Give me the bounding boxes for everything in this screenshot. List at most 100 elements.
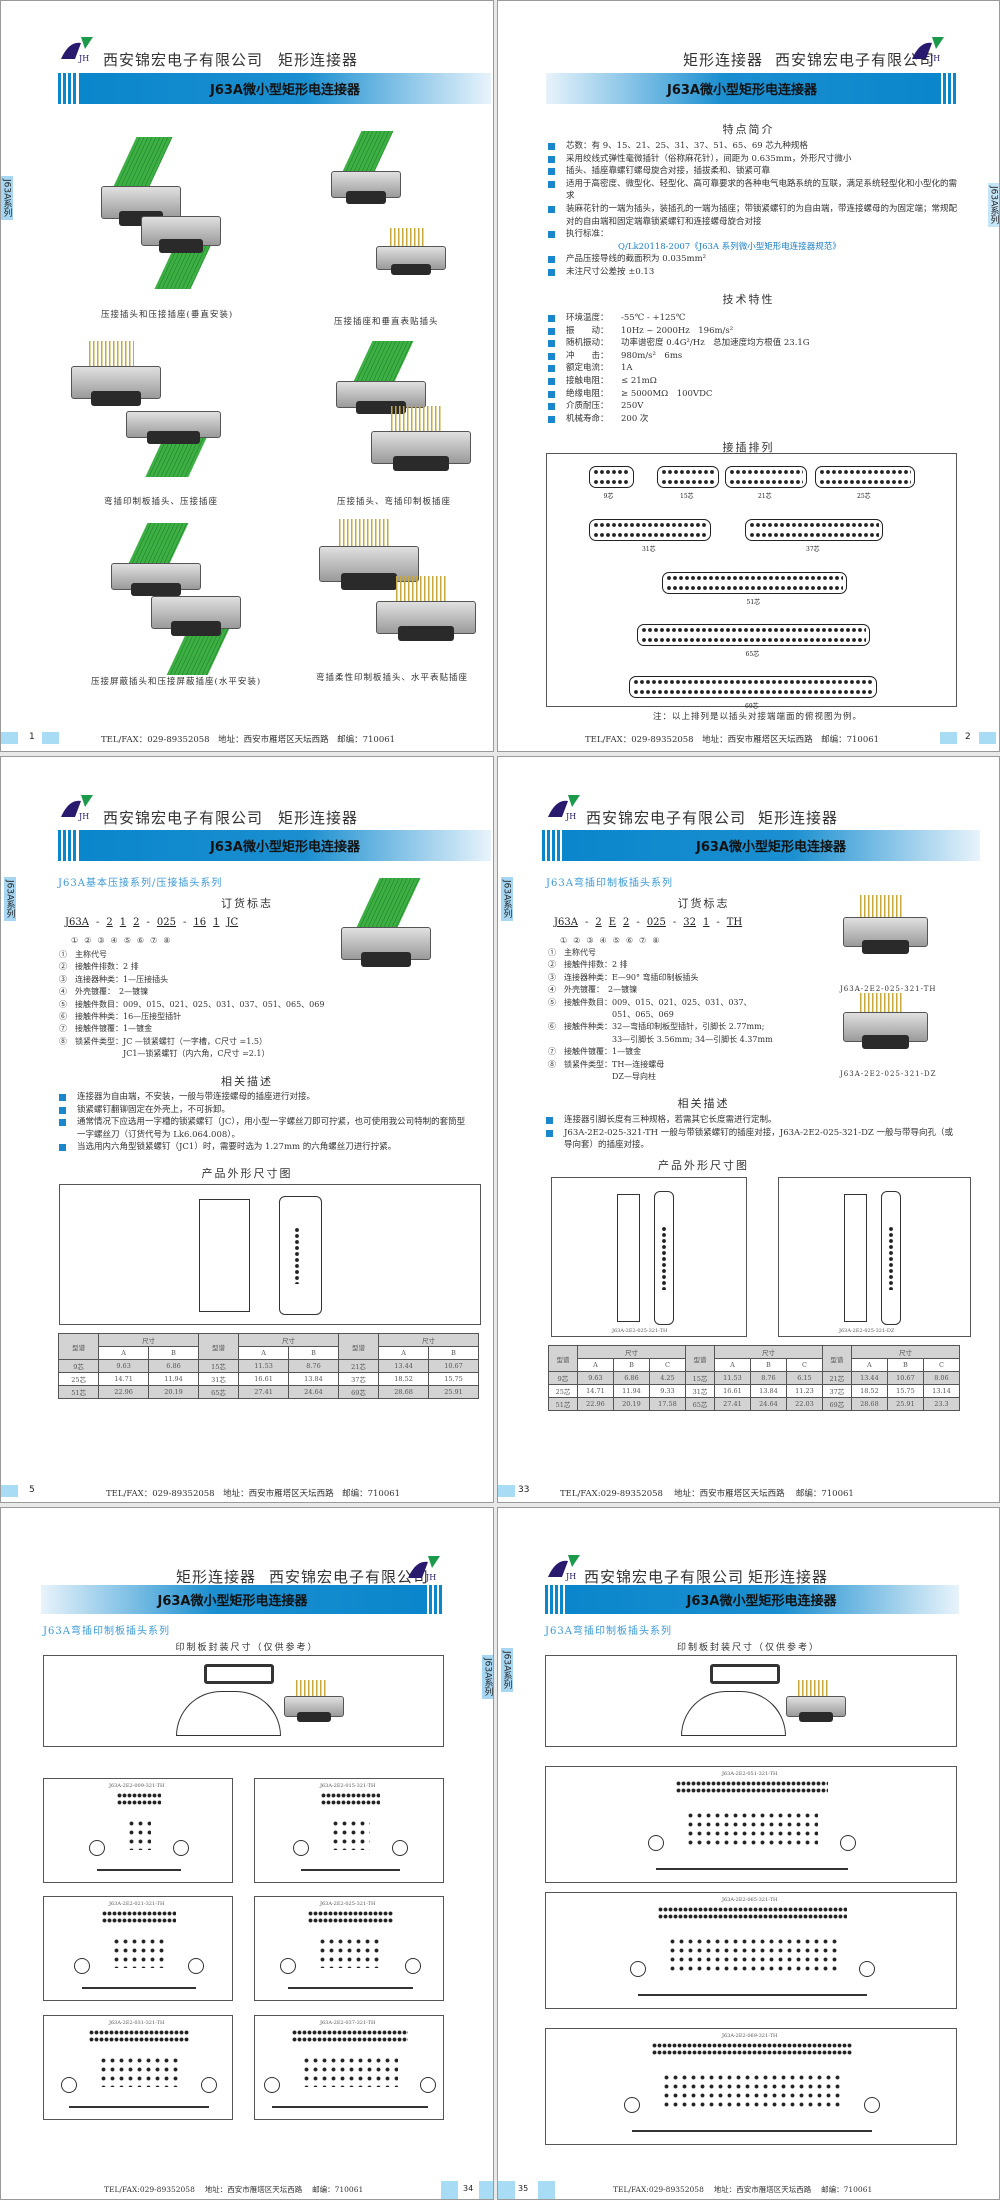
legend-item: ⑦ 接触件镀覆：1—镀金 [548,1047,642,1057]
page-number: 34 [463,2184,474,2193]
side-tab[interactable]: J63A系列 [501,1648,513,1692]
mounting-hole [647,1834,664,1851]
footprint-drawing: J63A-2E2-025-321-TH [254,1896,444,2001]
code-segment: - [584,917,589,928]
mounting-hole [629,1960,646,1977]
legend-item: ⑧ 锁紧件类型：TH—连接螺母 [548,1059,665,1069]
legend-item: ① 主称代号 [548,948,596,957]
series-title: J63A弯插印制板插头系列 [546,878,673,889]
catalog-page-5: J63A系列 JH 西安锦宏电子有限公司 矩形连接器 J63A微小型矩形电连接器… [0,756,494,1503]
pinout-label: 69芯 [745,703,759,710]
code-segment: 2 [595,917,602,928]
side-tab[interactable]: J63A系列 [482,1655,493,1699]
table-cell: 27.41 [238,1385,290,1399]
contact-face [360,951,412,968]
connector-image [101,136,181,241]
pin-row [661,469,715,475]
code-marker: ④ [599,936,607,945]
table-cell: 69芯 [337,1385,380,1399]
pinout-label: 65芯 [745,651,760,658]
side-tab[interactable]: J63A系列 [988,183,999,227]
connector-image [376,228,446,286]
table-cell: 16.61 [713,1384,751,1398]
dimension-line [68,2106,210,2109]
footprint-label: J63A-2E2-031-321-TH [109,2020,165,2026]
dimension-column-header: B [428,1346,479,1360]
product-category: 矩形连接器 [278,51,359,69]
dimension-line [655,1867,849,1870]
mounting-hole [292,1839,309,1856]
table-cell: 11.53 [713,1371,751,1385]
bullet-square-icon [548,390,555,398]
legend-item: ② 接触件排数：2 排 [59,962,139,972]
mounting-hole [201,2076,218,2093]
dimension-line [637,1993,867,1996]
mounting-hole [863,2096,880,2113]
drawing-contacts [887,1226,894,1290]
drawing-side-view [616,1194,641,1322]
side-tab[interactable]: J63A系列 [501,877,513,921]
company-logo: JH [548,1555,580,1581]
title-banner: J63A微小型矩形电连接器 [41,1585,424,1614]
table-cell: 21芯 [821,1371,852,1385]
page-number: 1 [29,732,35,742]
contact-face [90,390,142,407]
table-cell: 17.58 [648,1397,686,1411]
drawing-contacts [294,1227,301,1284]
tech-spec-item: 随机振动：功率谱密度 0.4G²/Hz 总加速度均方根值 23.1G [548,337,958,350]
footprint-heading: 印制板封装尺寸（仅供参考） [175,1643,319,1653]
table-cell: 22.03 [785,1397,823,1411]
pin-row [675,1788,829,1793]
dimension-line [300,1869,400,1872]
dimension-column-header: B [749,1358,787,1372]
standard-reference: Q/Lk20118-2007《J63A 系列微小型矩形电连接器规范》 [618,241,841,252]
contact-face [398,625,454,642]
drawing-label: J63A-2E2-025-321-DZ [839,1328,895,1334]
page-number-tab [979,732,996,744]
spec-label: 介质耐压： [566,401,609,412]
company-name: 西安锦宏电子有限公司 [775,51,936,69]
footprint-drawing: J63A-2E2-021-321-TH [43,1896,233,2001]
description-item: 通常情况下应选用一字槽的锁紧螺钉（JC），用小型一字螺丝刀即可拧紧，也可使用我公… [59,1116,469,1141]
feature-item: 采用绞线式弹性毫微插针（俗称麻花针），间距为 0.635mm，外形尺寸微小 [548,153,958,166]
banner-title: J63A微小型矩形电连接器 [696,840,846,855]
pinout-label: 25芯 [857,493,871,500]
table-cell: 11.53 [238,1359,290,1373]
table-cell: 11.23 [785,1384,823,1398]
footer-contact: TEL/FAX：029-89352058 地址：西安市雁塔区天坛西路 邮编：71… [585,735,880,745]
table-cell: 9芯 [548,1371,578,1385]
description-item: J63A-2E2-025-321-TH 一般与带锁紧螺钉的插座对接，J63A-2… [546,1127,958,1152]
dimension-line [271,2106,429,2109]
pin-row [320,1793,380,1798]
drawing-front-view [880,1190,901,1326]
caption: 压接屏蔽插头和压接屏蔽插座(水平安装) [91,675,262,687]
outline-drawing [59,1184,481,1325]
pin-row [593,532,707,538]
pin-row [633,679,873,685]
title-banner: J63A微小型矩形电连接器 [79,830,491,861]
legend-item: ① 主称代号 [59,950,107,959]
footprint-drawing: J63A-2E2-037-321-TH [254,2015,444,2120]
side-tab[interactable]: J63A系列 [4,877,16,921]
pinout-heading: 接插排列 [722,441,775,454]
pin-row [117,1800,161,1805]
table-cell: 15.75 [428,1372,479,1386]
spec-value: ≤ 21mΩ [621,375,657,386]
pinout-shell [589,466,634,488]
side-tab[interactable]: J63A系列 [1,176,13,220]
pcb-footprint-top [710,1664,780,1684]
pinout-note: 注：以上排列是以插头对接端端面的俯视图为例。 [653,710,863,722]
mounting-hole [391,1839,408,1856]
connector-image [284,1680,344,1731]
type-header: 型谱 [197,1333,240,1360]
bullet-square-icon [548,231,555,239]
legend-item: ③ 连接器种类：1—压接插头 [59,974,169,984]
code-marker: ① [560,936,568,945]
description-heading: 相关描述 [221,1075,273,1088]
table-cell: 15.75 [886,1384,924,1398]
banner-stripes [58,830,78,861]
table-cell: 37芯 [821,1384,852,1398]
